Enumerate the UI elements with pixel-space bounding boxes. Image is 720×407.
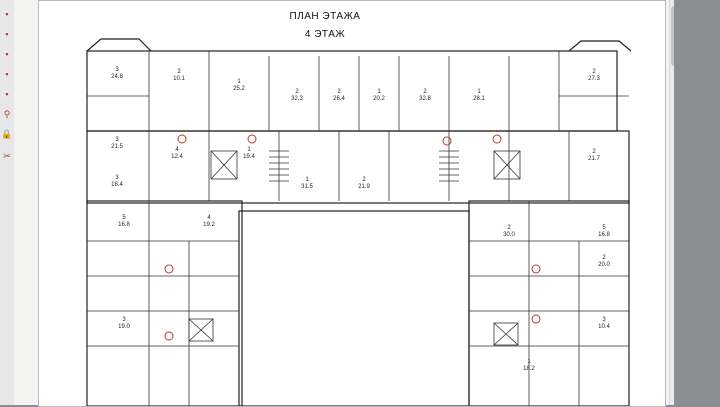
top-wing-outline — [86, 50, 618, 132]
room-area: 27.3 — [588, 76, 600, 82]
pdf-icon[interactable]: ▪ — [5, 49, 9, 59]
room-number: 2 — [423, 89, 427, 95]
room-area: 18.2 — [523, 366, 535, 372]
room-number: 1 — [477, 89, 481, 95]
room-area: 21.7 — [588, 156, 600, 162]
room-area: 21.5 — [111, 144, 123, 150]
room-area: 20.2 — [373, 96, 385, 102]
room-number: 2 — [362, 177, 366, 183]
room-area: 16.8 — [598, 232, 610, 238]
courtyard-outline — [238, 210, 470, 406]
elevator-right — [493, 150, 521, 180]
room-area: 10.1 — [173, 76, 185, 82]
middle-band-outline — [86, 130, 630, 204]
plan-floor-label: 4 ЭТАЖ — [304, 29, 346, 40]
room-area: 25.2 — [233, 86, 245, 92]
room-area: 16.8 — [118, 222, 130, 228]
floor-plan-drawing: 324.8210.1125.2232.3226.4120.2232.8128.1… — [86, 38, 632, 406]
room-number: 2 — [295, 89, 299, 95]
pdf-icon[interactable]: ▪ — [5, 89, 9, 99]
room-number: 3 — [115, 67, 119, 73]
room-area: 21.9 — [358, 184, 370, 190]
link-icon[interactable]: ⚲ — [3, 109, 11, 119]
room-area: 32.8 — [419, 96, 431, 102]
elevator-left — [210, 150, 238, 180]
room-area: 30.0 — [503, 232, 515, 238]
room-area: 20.0 — [598, 262, 610, 268]
room-number: 2 — [592, 149, 596, 155]
room-number: 4 — [207, 215, 211, 221]
scissors-icon[interactable]: ✂ — [3, 151, 11, 161]
room-number: 1 — [377, 89, 381, 95]
room-area: 31.5 — [301, 184, 313, 190]
floor-plan-page: ПЛАН ЭТАЖА 4 ЭТАЖ — [38, 0, 666, 407]
room-area: 28.1 — [473, 96, 485, 102]
room-number: 5 — [122, 215, 126, 221]
room-number: 2 — [337, 89, 341, 95]
room-number: 2 — [602, 255, 606, 261]
lock-icon[interactable]: 🔒 — [1, 129, 13, 139]
room-number: 4 — [175, 147, 179, 153]
staircase-left — [269, 150, 289, 182]
room-area: 24.8 — [111, 74, 123, 80]
pdf-icon[interactable]: ▪ — [5, 29, 9, 39]
staircase-right — [439, 150, 459, 182]
room-area: 32.3 — [291, 96, 303, 102]
elevator-left-wing — [188, 318, 214, 342]
room-area: 19.0 — [118, 324, 130, 330]
room-number: 1 — [247, 147, 251, 153]
room-number: 5 — [602, 225, 606, 231]
room-number: 3 — [122, 317, 126, 323]
room-number: 2 — [177, 69, 181, 75]
plan-title: ПЛАН ЭТАЖА — [289, 11, 361, 22]
room-number: 3 — [115, 175, 119, 181]
pdf-icon[interactable]: ▪ — [5, 69, 9, 79]
room-number: 2 — [592, 69, 596, 75]
pdf-icon[interactable]: ▪ — [5, 9, 9, 19]
document-viewport: ПЛАН ЭТАЖА 4 ЭТАЖ — [14, 0, 678, 407]
left-bay-wall — [86, 38, 152, 52]
room-number: 1 — [237, 79, 241, 85]
right-panel — [674, 0, 720, 405]
room-area: 10.4 — [598, 324, 610, 330]
elevator-right-wing — [493, 322, 519, 346]
room-area: 26.4 — [333, 96, 345, 102]
room-number: 1 — [527, 359, 531, 365]
room-number: 1 — [305, 177, 309, 183]
left-toolbar: ▪ ▪ ▪ ▪ ▪ ⚲ 🔒 ✂ — [0, 0, 15, 405]
room-number: 3 — [115, 137, 119, 143]
room-area: 12.4 — [171, 154, 183, 160]
room-area: 19.4 — [243, 154, 255, 160]
right-bay-wall — [568, 40, 632, 52]
room-number: 2 — [507, 225, 511, 231]
right-wing-outline — [468, 200, 630, 406]
left-wing-outline — [86, 200, 243, 406]
room-area: 19.2 — [203, 222, 215, 228]
room-number: 3 — [602, 317, 606, 323]
room-area: 18.4 — [111, 182, 123, 188]
